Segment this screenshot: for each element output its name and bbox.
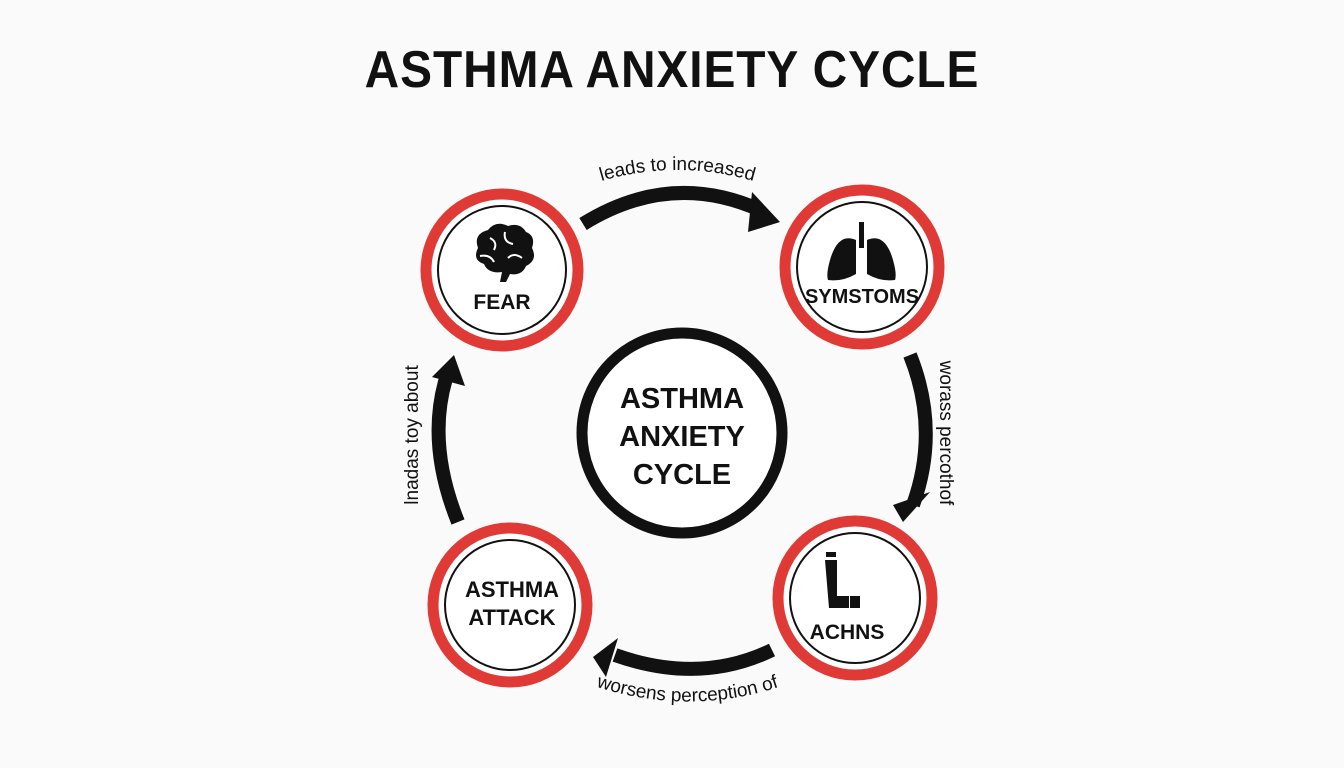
edge-label-bottom: worsens perception of — [594, 671, 781, 706]
arrow-attack-to-fear — [431, 355, 465, 525]
node-actions: ACHNS — [772, 515, 938, 681]
node-asthma-attack: ASTHMA ATTACK — [427, 522, 593, 688]
brain-icon — [476, 223, 534, 282]
page-title: ASTHMA ANXIETY CYCLE — [364, 41, 980, 99]
attack-line-2: ATTACK — [468, 605, 555, 630]
node-fear: FEAR — [420, 188, 584, 352]
fear-label: FEAR — [473, 291, 530, 314]
symptoms-label: SYMSTOMS — [805, 286, 919, 308]
center-line-3: CYCLE — [633, 459, 731, 491]
edge-label-right: worass percothof — [935, 360, 956, 506]
arrow-fear-to-symptoms — [579, 185, 780, 232]
edge-label-left: lnadas toy about — [402, 365, 423, 505]
center-node: ASTHMA ANXIETY CYCLE — [576, 327, 788, 539]
attack-line-1: ASTHMA — [465, 577, 559, 602]
edge-label-top: leads to increased — [597, 154, 758, 186]
arrow-actions-to-attack — [593, 638, 776, 677]
actions-label: ACHNS — [810, 621, 885, 644]
node-symptoms: SYMSTOMS — [779, 184, 945, 350]
center-line-2: ANXIETY — [619, 421, 745, 453]
arrow-symptoms-to-actions — [893, 352, 933, 522]
lungs-icon — [827, 222, 896, 281]
center-line-1: ASTHMA — [620, 383, 744, 415]
inhaler-icon — [825, 552, 860, 608]
